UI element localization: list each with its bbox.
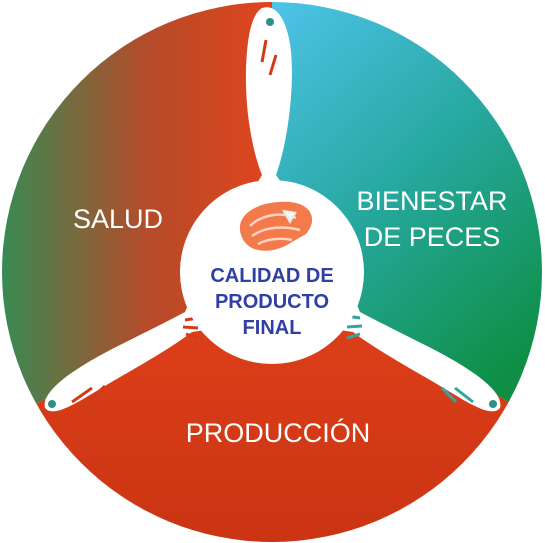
segment-salud [2,2,272,430]
segment-label-bienestar-line1: BIENESTAR [356,186,507,216]
segment-produccion [2,272,542,542]
segment-label-bienestar-line2: DE PECES [364,222,501,252]
segment-label-salud: SALUD [73,204,163,234]
center-circle [180,180,364,364]
center-label-line3: FINAL [243,317,302,339]
center-label-line2: PRODUCTO [215,291,329,313]
fish-icon [44,300,206,412]
fish-icon [340,300,501,412]
salmon-steak-icon [239,201,313,251]
segment-label-produccion: PRODUCCIÓN [186,417,371,448]
center-label-line1: CALIDAD DE [210,265,333,287]
